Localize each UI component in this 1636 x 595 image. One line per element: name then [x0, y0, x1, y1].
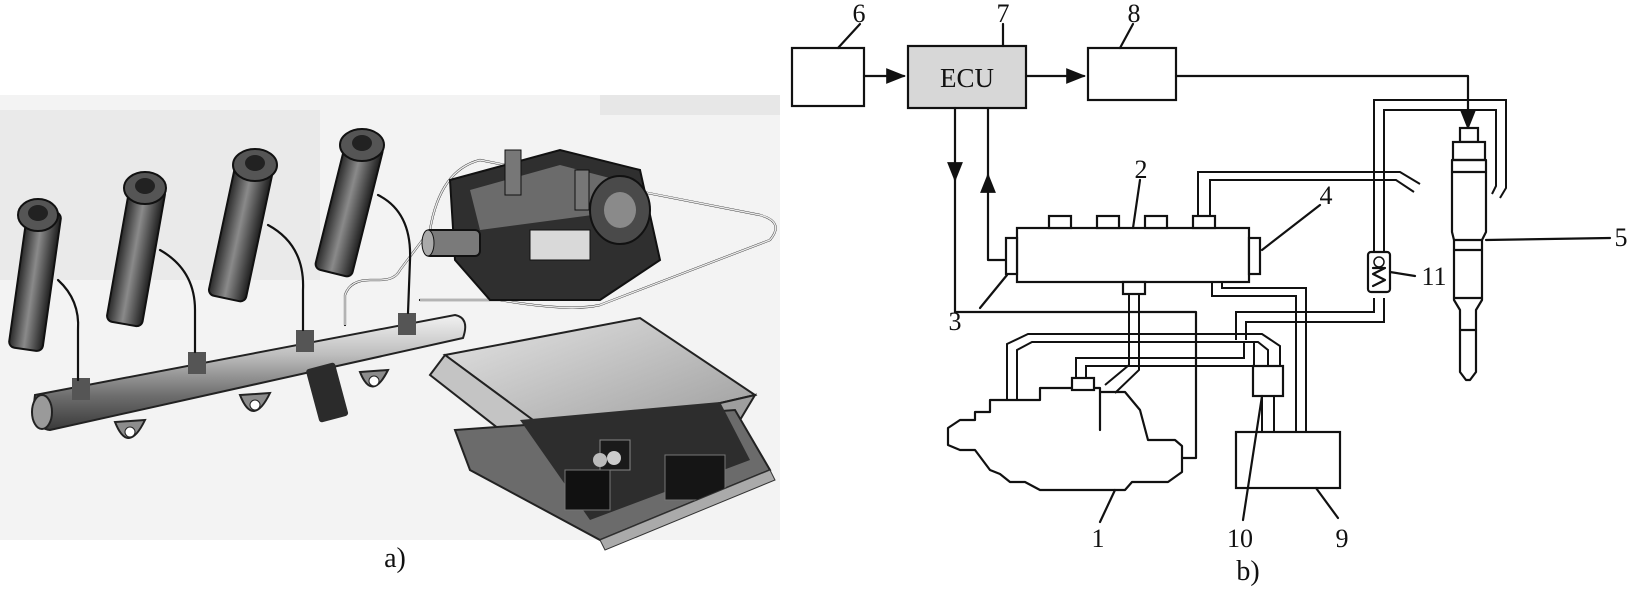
leader-4 — [1260, 203, 1322, 252]
leader-5 — [1484, 236, 1612, 242]
callout-6: 6 — [853, 0, 866, 28]
rail-pressure-sensor — [1004, 236, 1019, 276]
signal-line-pump-valve — [953, 310, 1198, 460]
pump-photo — [421, 148, 662, 301]
callout-4: 4 — [1320, 181, 1333, 210]
common-rail — [1015, 226, 1251, 284]
fuel-tank — [1234, 430, 1342, 490]
panel-b-schematic: ECU — [790, 0, 1628, 587]
fuel-filter — [1251, 364, 1285, 398]
panel-a-photo: a) — [0, 95, 780, 574]
rail-outlet-1 — [1047, 214, 1073, 230]
rail-outlet-3 — [1143, 214, 1169, 230]
leader-6 — [836, 22, 862, 50]
supply-line-pump — [1016, 341, 1269, 400]
pump-return-line — [1075, 342, 1245, 390]
injector — [1450, 126, 1488, 382]
signal-arrow-sensor-up — [980, 173, 1008, 262]
leader-8 — [1118, 22, 1135, 50]
leader-11 — [1388, 270, 1417, 278]
panel-a-caption: a) — [384, 543, 406, 574]
leader-3 — [978, 273, 1009, 310]
leader-2 — [1131, 178, 1142, 230]
ecu-photo — [428, 316, 776, 551]
hp-pipe-outer — [1197, 171, 1421, 216]
injector-photo-4 — [314, 128, 412, 315]
actuator-box — [1086, 46, 1178, 102]
callout-8: 8 — [1128, 0, 1141, 28]
leader-10 — [1241, 394, 1264, 522]
panel-b-caption: b) — [1236, 556, 1259, 587]
leader-9 — [1314, 486, 1340, 520]
rail-outlet-4 — [1191, 214, 1217, 230]
callout-2: 2 — [1135, 155, 1148, 184]
signal-line-to-injector — [1174, 74, 1476, 130]
callout-1: 1 — [1092, 524, 1105, 553]
rail-outlet-2 — [1095, 214, 1121, 230]
callout-3: 3 — [949, 307, 962, 336]
hp-pump — [946, 376, 1184, 492]
return-line-injector — [1373, 99, 1507, 276]
injector-photo-2 — [106, 171, 197, 354]
callout-10: 10 — [1227, 524, 1253, 553]
common-rail-photo — [31, 313, 467, 439]
ecu-box — [906, 44, 1028, 110]
injector-photo-1 — [8, 198, 80, 382]
injector-photo-3 — [207, 148, 305, 332]
pressure-limiter — [1247, 236, 1262, 276]
callout-11: 11 — [1421, 262, 1446, 291]
callout-5: 5 — [1615, 223, 1628, 252]
sensor-box — [790, 46, 866, 108]
return-line-rail — [1211, 282, 1297, 432]
ecu-label: ECU — [940, 63, 994, 93]
callout-7: 7 — [997, 0, 1010, 28]
rail-inlet — [1121, 280, 1147, 296]
callout-9: 9 — [1336, 524, 1349, 553]
hp-pipe-pump-rail — [1104, 294, 1130, 386]
leader-1 — [1098, 488, 1117, 524]
